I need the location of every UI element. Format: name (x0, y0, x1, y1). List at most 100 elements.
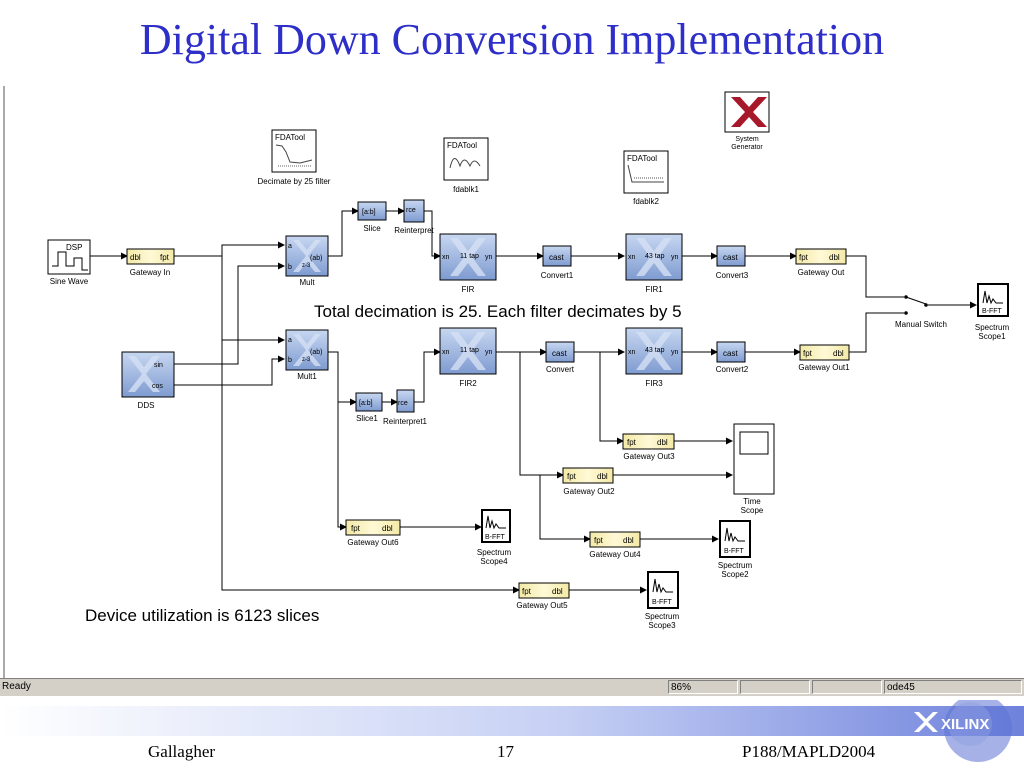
zoom-level: 86% (668, 680, 738, 694)
reinterpret-block[interactable]: rce Reinterpret (394, 199, 435, 235)
mult1-func: (ab) (310, 349, 322, 356)
gateway-out2-left: fpt (567, 472, 577, 481)
dds-block[interactable]: sin cos DDS (121, 351, 175, 410)
convert1-block[interactable]: cast Convert1 (541, 245, 574, 280)
fir1-taps: 43 tap (645, 253, 665, 260)
fir2-taps: 11 tap (460, 347, 479, 354)
mult1-delay: z-3 (302, 357, 311, 363)
xilinx-logo: XILINX (914, 700, 1012, 762)
slide-title: Digital Down Conversion Implementation (139, 15, 885, 64)
fdablk2-label: fdablk2 (633, 197, 659, 206)
mult1-port-b: b (288, 357, 292, 364)
convert3-label: Convert3 (716, 271, 749, 280)
gateway-out4-right: dbl (623, 536, 634, 545)
convert-icon: cast (552, 349, 567, 358)
gateway-out4-label: Gateway Out4 (589, 550, 641, 559)
reinterpret-label: Reinterpret (394, 226, 434, 235)
bfft-icon: B-FFT (724, 548, 745, 555)
gateway-out6-block[interactable]: fpt dbl Gateway Out6 (345, 519, 401, 547)
gateway-out6-label: Gateway Out6 (347, 538, 399, 547)
fir1-out: yn (671, 254, 679, 261)
fdatool-icon: FDATool (275, 133, 305, 142)
mult-block[interactable]: a b (ab) z-3 Mult (285, 235, 329, 287)
slice1-block[interactable]: [a:b] Slice1 (355, 392, 383, 423)
gateway-in-label: Gateway In (130, 268, 170, 277)
solver-name: ode45 (884, 680, 1022, 694)
gateway-out-label: Gateway Out (798, 268, 845, 277)
fdablk1-block[interactable]: FDATool fdablk1 (443, 137, 489, 194)
slice-block[interactable]: [a:b] Slice (357, 201, 387, 233)
convert-label: Convert (546, 365, 575, 374)
fir-taps: 11 tap (460, 253, 479, 260)
dds-label: DDS (138, 401, 155, 410)
bfft-icon: B-FFT (652, 599, 673, 606)
fdablk2-block[interactable]: FDATool fdablk2 (623, 150, 669, 206)
status-cell-empty (740, 680, 810, 694)
gateway-out3-label: Gateway Out3 (623, 452, 675, 461)
gateway-out-right: dbl (829, 253, 840, 262)
fir1-block[interactable]: xn 43 tap yn FIR1 (625, 233, 683, 294)
convert2-block[interactable]: cast Convert2 (716, 341, 749, 374)
fdatool-decimate-block[interactable]: FDATool Decimate by 25 filter (258, 129, 331, 186)
fdatool-icon: FDATool (447, 141, 477, 150)
gateway-out1-right: dbl (833, 349, 844, 358)
simulink-diagram-canvas[interactable]: Total decimation is 25. Each filter deci… (0, 86, 1024, 678)
gateway-out5-label: Gateway Out5 (516, 601, 568, 610)
mult-delay: z-3 (302, 263, 311, 269)
sine-wave-block[interactable]: DSP Sine Wave (47, 239, 91, 286)
mult-label: Mult (299, 278, 315, 287)
fir2-block[interactable]: xn 11 tap yn FIR2 (439, 327, 497, 388)
mult-func: (ab) (310, 255, 322, 262)
fir1-in: xn (628, 254, 636, 261)
fdatool-decimate-label: Decimate by 25 filter (258, 177, 331, 186)
gateway-out1-left: fpt (803, 349, 813, 358)
reinterpret1-block[interactable]: rce Reinterpret1 (383, 389, 428, 426)
gateway-in-left: dbl (130, 253, 141, 262)
reinterpret1-label: Reinterpret1 (383, 417, 428, 426)
reinterpret1-icon: rce (398, 400, 408, 407)
mult-port-a: a (288, 243, 292, 250)
xilinx-x-icon (636, 238, 672, 276)
gateway-out6-left: fpt (351, 524, 361, 533)
gateway-out1-label: Gateway Out1 (798, 363, 850, 372)
gateway-in-block[interactable]: dbl fpt Gateway In (126, 248, 175, 277)
gateway-out5-right: dbl (552, 587, 563, 596)
fir3-block[interactable]: xn 43 tap yn FIR3 (625, 327, 683, 388)
mult1-label: Mult1 (297, 372, 317, 381)
fir-block[interactable]: xn 11 tap yn FIR (439, 233, 497, 294)
manual-switch-block[interactable]: Manual Switch (895, 295, 947, 329)
gateway-out2-block[interactable]: fpt dbl Gateway Out2 (562, 467, 615, 496)
status-cell-empty (812, 680, 882, 694)
gateway-out3-block[interactable]: fpt dbl Gateway Out3 (622, 433, 675, 461)
gateway-out2-right: dbl (597, 472, 608, 481)
sine-wave-label: Sine Wave (50, 277, 89, 286)
xilinx-x-icon (128, 356, 160, 392)
fir3-in: xn (628, 349, 636, 356)
convert-block[interactable]: cast Convert (545, 341, 575, 374)
gateway-out-block[interactable]: fpt dbl Gateway Out (795, 248, 847, 277)
status-bar: Ready 86% ode45 (0, 678, 1024, 696)
xilinx-x-icon (293, 334, 321, 366)
convert3-block[interactable]: cast Convert3 (716, 245, 749, 280)
slice-icon: [a:b] (362, 209, 376, 216)
dds-port-sin: sin (154, 362, 163, 369)
xilinx-x-icon (450, 238, 486, 276)
gateway-out1-block[interactable]: fpt dbl Gateway Out1 (798, 344, 850, 372)
gateway-out5-block[interactable]: fpt dbl Gateway Out5 (516, 582, 570, 610)
mult1-block[interactable]: a b (ab) z-3 Mult1 (285, 329, 329, 381)
gateway-out2-label: Gateway Out2 (563, 487, 615, 496)
dsp-icon: DSP (66, 243, 82, 252)
gateway-out5-left: fpt (522, 587, 532, 596)
xilinx-x-icon (293, 240, 321, 272)
gateway-out4-block[interactable]: fpt dbl Gateway Out4 (589, 531, 641, 559)
decimation-note: Total decimation is 25. Each filter deci… (314, 302, 682, 321)
fir1-label: FIR1 (645, 285, 663, 294)
